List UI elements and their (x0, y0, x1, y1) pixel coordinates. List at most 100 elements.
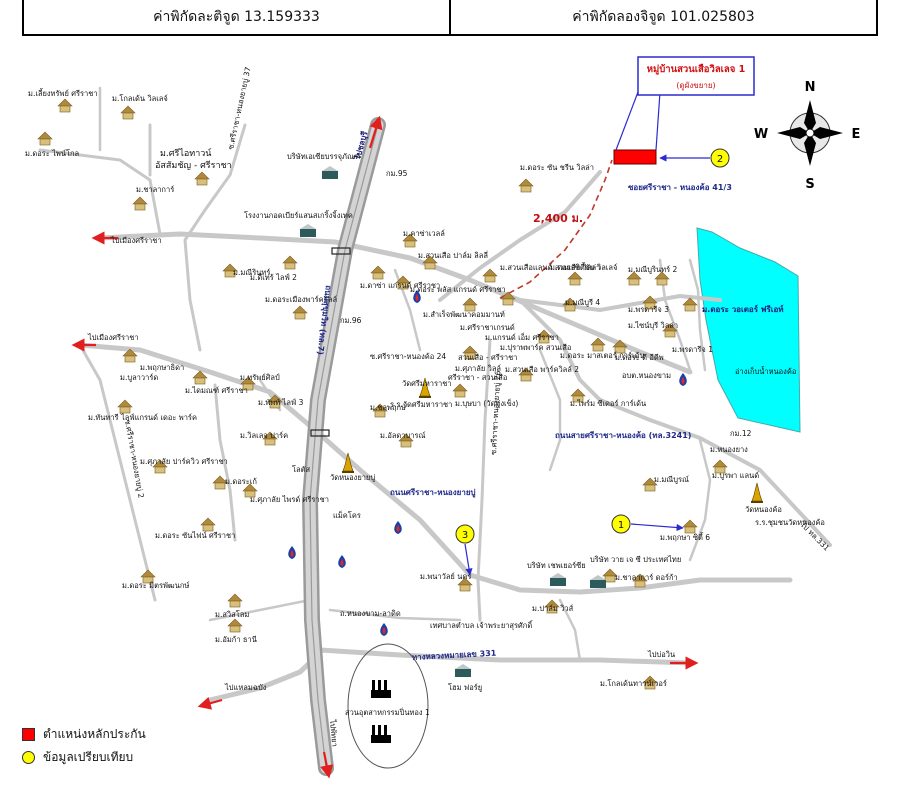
svg-text:สวนเสือ - ศรีราชา: สวนเสือ - ศรีราชา (458, 353, 517, 362)
road-label-nong-yai-bu: ถนนศรีราชา-หนองยายบู่ (390, 487, 476, 498)
svg-text:กม.95: กม.95 (386, 169, 408, 178)
place-labels: ม.เลี้ยงทรัพย์ ศรีราชา ม.โกลเด้น วิลเลจ์… (25, 88, 825, 717)
legend-comparable: ข้อมูลเปรียบเทียบ (22, 748, 222, 767)
svg-text:ร.ร.ชุมชนวัดหนองค้อ: ร.ร.ชุมชนวัดหนองค้อ (755, 518, 825, 527)
svg-text:ม.บูรพา แลนด์: ม.บูรพา แลนด์ (712, 471, 759, 480)
latitude-label: ค่าพิกัดละติจูด 13.159333 (153, 9, 320, 25)
compass-e: E (852, 127, 861, 142)
svg-text:ม.ศรีราชาเกรนด์: ม.ศรีราชาเกรนด์ (460, 323, 515, 332)
svg-text:ม.พัพท์ ไลฟ์ 3: ม.พัพท์ ไลฟ์ 3 (258, 398, 304, 407)
longitude-label: ค่าพิกัดลองจิจูด 101.025803 (449, 0, 876, 34)
svg-text:สวนอุตสาหกรรมปิ่นทอง 1: สวนอุตสาหกรรมปิ่นทอง 1 (345, 707, 430, 717)
svg-text:ม.พฤกษา ซิตี้ 6: ม.พฤกษา ซิตี้ 6 (660, 532, 710, 542)
svg-text:บริษัทเอเซียบรรจุภัณฑ์: บริษัทเอเซียบรรจุภัณฑ์ (287, 152, 360, 161)
svg-text:ม.บุษบา (วัดทุ่งเข็ง): ม.บุษบา (วัดทุ่งเข็ง) (455, 398, 518, 408)
road-label-soi-41-3: ซอยศรีราชา - หนองค้อ 41/3 (628, 182, 732, 192)
road-label-331: ทางหลวงหมายเลข 331 (412, 649, 497, 662)
legend-collateral-text: ตำแหน่งหลักประกัน (43, 727, 146, 741)
legend-comparable-text: ข้อมูลเปรียบเทียบ (43, 750, 134, 764)
svg-text:ม.ชลพฤกษ์: ม.ชลพฤกษ์ (370, 403, 406, 412)
road-label-suan-suea: ศรีราชา - สวนเสือ (448, 373, 507, 382)
distance-label: 2,400 ม. (533, 212, 583, 225)
svg-text:ม.วิลเลจ ปาร์ค: ม.วิลเลจ ปาร์ค (240, 431, 288, 440)
dir-sriracha-2: ไปเมืองศรีราชา (87, 333, 139, 342)
svg-text:ม.สวิสโลม: ม.สวิสโลม (215, 610, 249, 619)
svg-text:ม.เลี้ยงทรัพย์ ศรีราชา: ม.เลี้ยงทรัพย์ ศรีราชา (28, 88, 98, 98)
legend-collateral: ตำแหน่งหลักประกัน (22, 725, 222, 744)
collateral-location-marker (613, 149, 657, 165)
svg-text:ม.สวนเสือ พาร์ควิลล์ 2: ม.สวนเสือ พาร์ควิลล์ 2 (505, 365, 579, 374)
svg-text:ม.ดอระ มาสเตอร์ การ์เด้น: ม.ดอระ มาสเตอร์ การ์เด้น (560, 351, 645, 360)
svg-text:ม.แกรนด์ เอ็ม ศรีราชา: ม.แกรนด์ เอ็ม ศรีราชา (485, 332, 559, 342)
svg-text:ม.ดอระ พลัส แกรนด์ ศรีราชา: ม.ดอระ พลัส แกรนด์ ศรีราชา (410, 285, 506, 294)
dir-pattaya: ไปพัทยา (328, 718, 339, 747)
svg-text:ม.หนองยาง: ม.หนองยาง (710, 445, 748, 454)
svg-text:ม.ไซน์บุรี วิลล่า: ม.ไซน์บุรี วิลล่า (628, 321, 678, 330)
svg-text:ม.สำเร็จพัฒนาคอมมานท์: ม.สำเร็จพัฒนาคอมมานท์ (423, 309, 505, 319)
comparable-markers: 2 1 3 (455, 148, 730, 576)
svg-text:โฮม ฟอร์ยู: โฮม ฟอร์ยู (448, 683, 482, 692)
svg-text:ม.ปุราพพาร์ค สวนเสือ: ม.ปุราพพาร์ค สวนเสือ (500, 343, 571, 352)
svg-text:ม.ดอระซิตี้ขับ วิลเลจ์: ม.ดอระซิตี้ขับ วิลเลจ์ (550, 262, 617, 272)
direction-arrows (71, 115, 699, 779)
svg-text:ม.คาซ่าเวลล์: ม.คาซ่าเวลล์ (403, 229, 445, 238)
marker-2: 2 (717, 154, 723, 165)
svg-text:ม.ไพร์ม ซีเดอร์ การ์เด้น: ม.ไพร์ม ซีเดอร์ การ์เด้น (570, 399, 646, 408)
svg-text:แม็คโคร: แม็คโคร (333, 510, 361, 520)
svg-text:ม.ดาซ่า แกรนด์ ศรีราชา: ม.ดาซ่า แกรนด์ ศรีราชา (360, 281, 440, 290)
svg-text:บริษัท เชพเยอร์ซีย: บริษัท เชพเยอร์ซีย (527, 561, 586, 570)
svg-text:ม.พรดารีจ 1: ม.พรดารีจ 1 (672, 345, 713, 354)
svg-text:ม.ศุภาลัย วิลล์: ม.ศุภาลัย วิลล์ (455, 364, 501, 373)
yellow-circle-icon (22, 751, 35, 764)
svg-text:อ่างเก็บน้ำหนองค้อ: อ่างเก็บน้ำหนองค้อ (735, 366, 796, 376)
subtitle-text: (ดูผังขยาย) (676, 81, 715, 91)
svg-text:ม.ศรีไอทาวน์: ม.ศรีไอทาวน์ (160, 147, 212, 159)
road-label-nong-kham: ถ.หนองขาม-ลาดิด (340, 609, 401, 618)
title-box: หมู่บ้านสวนเสือวิลเลจ 1 (ดูผังขยาย) (637, 56, 755, 96)
svg-text:ม.ชาลาการ์ ดอร์ก้า: ม.ชาลาการ์ ดอร์ก้า (615, 573, 678, 582)
compass-n: N (805, 80, 816, 95)
svg-text:เทศบาลตำบล เจ้าพระยาสุรศักดิ์: เทศบาลตำบล เจ้าพระยาสุรศักดิ์ (430, 620, 534, 630)
reservoir-area (696, 227, 801, 433)
road-label-soi-26: ซ.ศรีราชา-หนองยายบู่ 26 (489, 370, 502, 455)
svg-text:ม.ดอระ ซันไฟน์ ศรีราชา: ม.ดอระ ซันไฟน์ ศรีราชา (155, 531, 235, 540)
svg-text:ม.ไดมณฑ์ ศรีราชา: ม.ไดมณฑ์ ศรีราชา (185, 386, 248, 395)
svg-text:ม.อัมก้า ธานี: ม.อัมก้า ธานี (215, 635, 257, 644)
svg-text:กม.12: กม.12 (730, 429, 752, 438)
svg-text:วัดศรีมหาราชา: วัดศรีมหาราชา (402, 379, 452, 388)
svg-text:ม.ดอระ ซัน ชรีน วิลล่า: ม.ดอระ ซัน ชรีน วิลล่า (520, 163, 594, 172)
svg-text:ม.สวนเสือ ปาล์ม ลิลลี่: ม.สวนเสือ ปาล์ม ลิลลี่ (418, 250, 488, 260)
svg-text:ร.ร.วัดศรีมหาราชา: ร.ร.วัดศรีมหาราชา (390, 400, 452, 409)
road-label-3241: ถนนสายศรีราชา-หนองค้อ (ทล.3241) (555, 430, 691, 440)
svg-text:ม.ดอระ วอเตอร์ ฟรีเอท์: ม.ดอระ วอเตอร์ ฟรีเอท์ (702, 304, 784, 314)
svg-text:ม.ดอระเมืองพาร์ควิลล์: ม.ดอระเมืองพาร์ควิลล์ (265, 295, 337, 304)
industrial-estate (347, 643, 429, 769)
title-text: หมู่บ้านสวนเสือวิลเลจ 1 (647, 63, 745, 76)
svg-text:อัสสัมชัญ - ศรีราชา: อัสสัมชัญ - ศรีราชา (155, 160, 232, 171)
svg-text:ม.โกลเด้นทาวน์เวอร์: ม.โกลเด้นทาวน์เวอร์ (600, 679, 667, 688)
svg-text:ม.ดอระเก้: ม.ดอระเก้ (225, 477, 257, 486)
compass-rose: N S E W (754, 80, 861, 192)
svg-text:ม.ศุภาลัย ปาร์ควิว ศรีราชา: ม.ศุภาลัย ปาร์ควิว ศรีราชา (140, 457, 228, 466)
compass-w: W (754, 127, 768, 142)
svg-text:ม.ศุภาลัย ไพรด์ ศรีราชา: ม.ศุภาลัย ไพรด์ ศรีราชา (250, 495, 329, 504)
svg-text:อบต.หนองขาม: อบต.หนองขาม (622, 371, 671, 380)
svg-text:ม.ทรัพย์ศิลป์: ม.ทรัพย์ศิลป์ (240, 373, 280, 382)
marker-1: 1 (618, 520, 624, 531)
svg-text:ม.พนาวัลย์ นคร: ม.พนาวัลย์ นคร (420, 572, 471, 581)
svg-text:โลตัส: โลตัส (292, 465, 310, 474)
svg-text:ม.อัลดาบารณ์: ม.อัลดาบารณ์ (380, 431, 426, 440)
svg-text:ม.มณีบูรณ์: ม.มณีบูรณ์ (654, 475, 689, 484)
marker-3: 3 (462, 530, 468, 541)
svg-text:บริษัท วาย เจ ซี ประเทศไทย: บริษัท วาย เจ ซี ประเทศไทย (590, 555, 681, 564)
svg-text:ม.โกลเด้น วิลเลจ์: ม.โกลเด้น วิลเลจ์ (112, 94, 168, 103)
compass-s: S (805, 177, 814, 192)
route-to-collateral (499, 159, 613, 299)
sukhumvit-highway (301, 117, 386, 776)
svg-text:ม.พฤกษาธิดา: ม.พฤกษาธิดา (140, 363, 184, 372)
svg-text:ม.ชาลาการ์: ม.ชาลาการ์ (136, 185, 174, 194)
svg-text:ม.ดีเทร้ ไลฟ์ 2: ม.ดีเทร้ ไลฟ์ 2 (250, 273, 297, 282)
road-label-soi-24: ซ.ศรีราชา-หนองค้อ 24 (370, 352, 446, 361)
svg-text:วัดหนองยายบู่: วัดหนองยายบู่ (330, 473, 375, 482)
svg-text:ม.ทันทารี ไลฟ์แกรนด์ เดอะ พาร์: ม.ทันทารี ไลฟ์แกรนด์ เดอะ พาร์ค (88, 413, 197, 422)
